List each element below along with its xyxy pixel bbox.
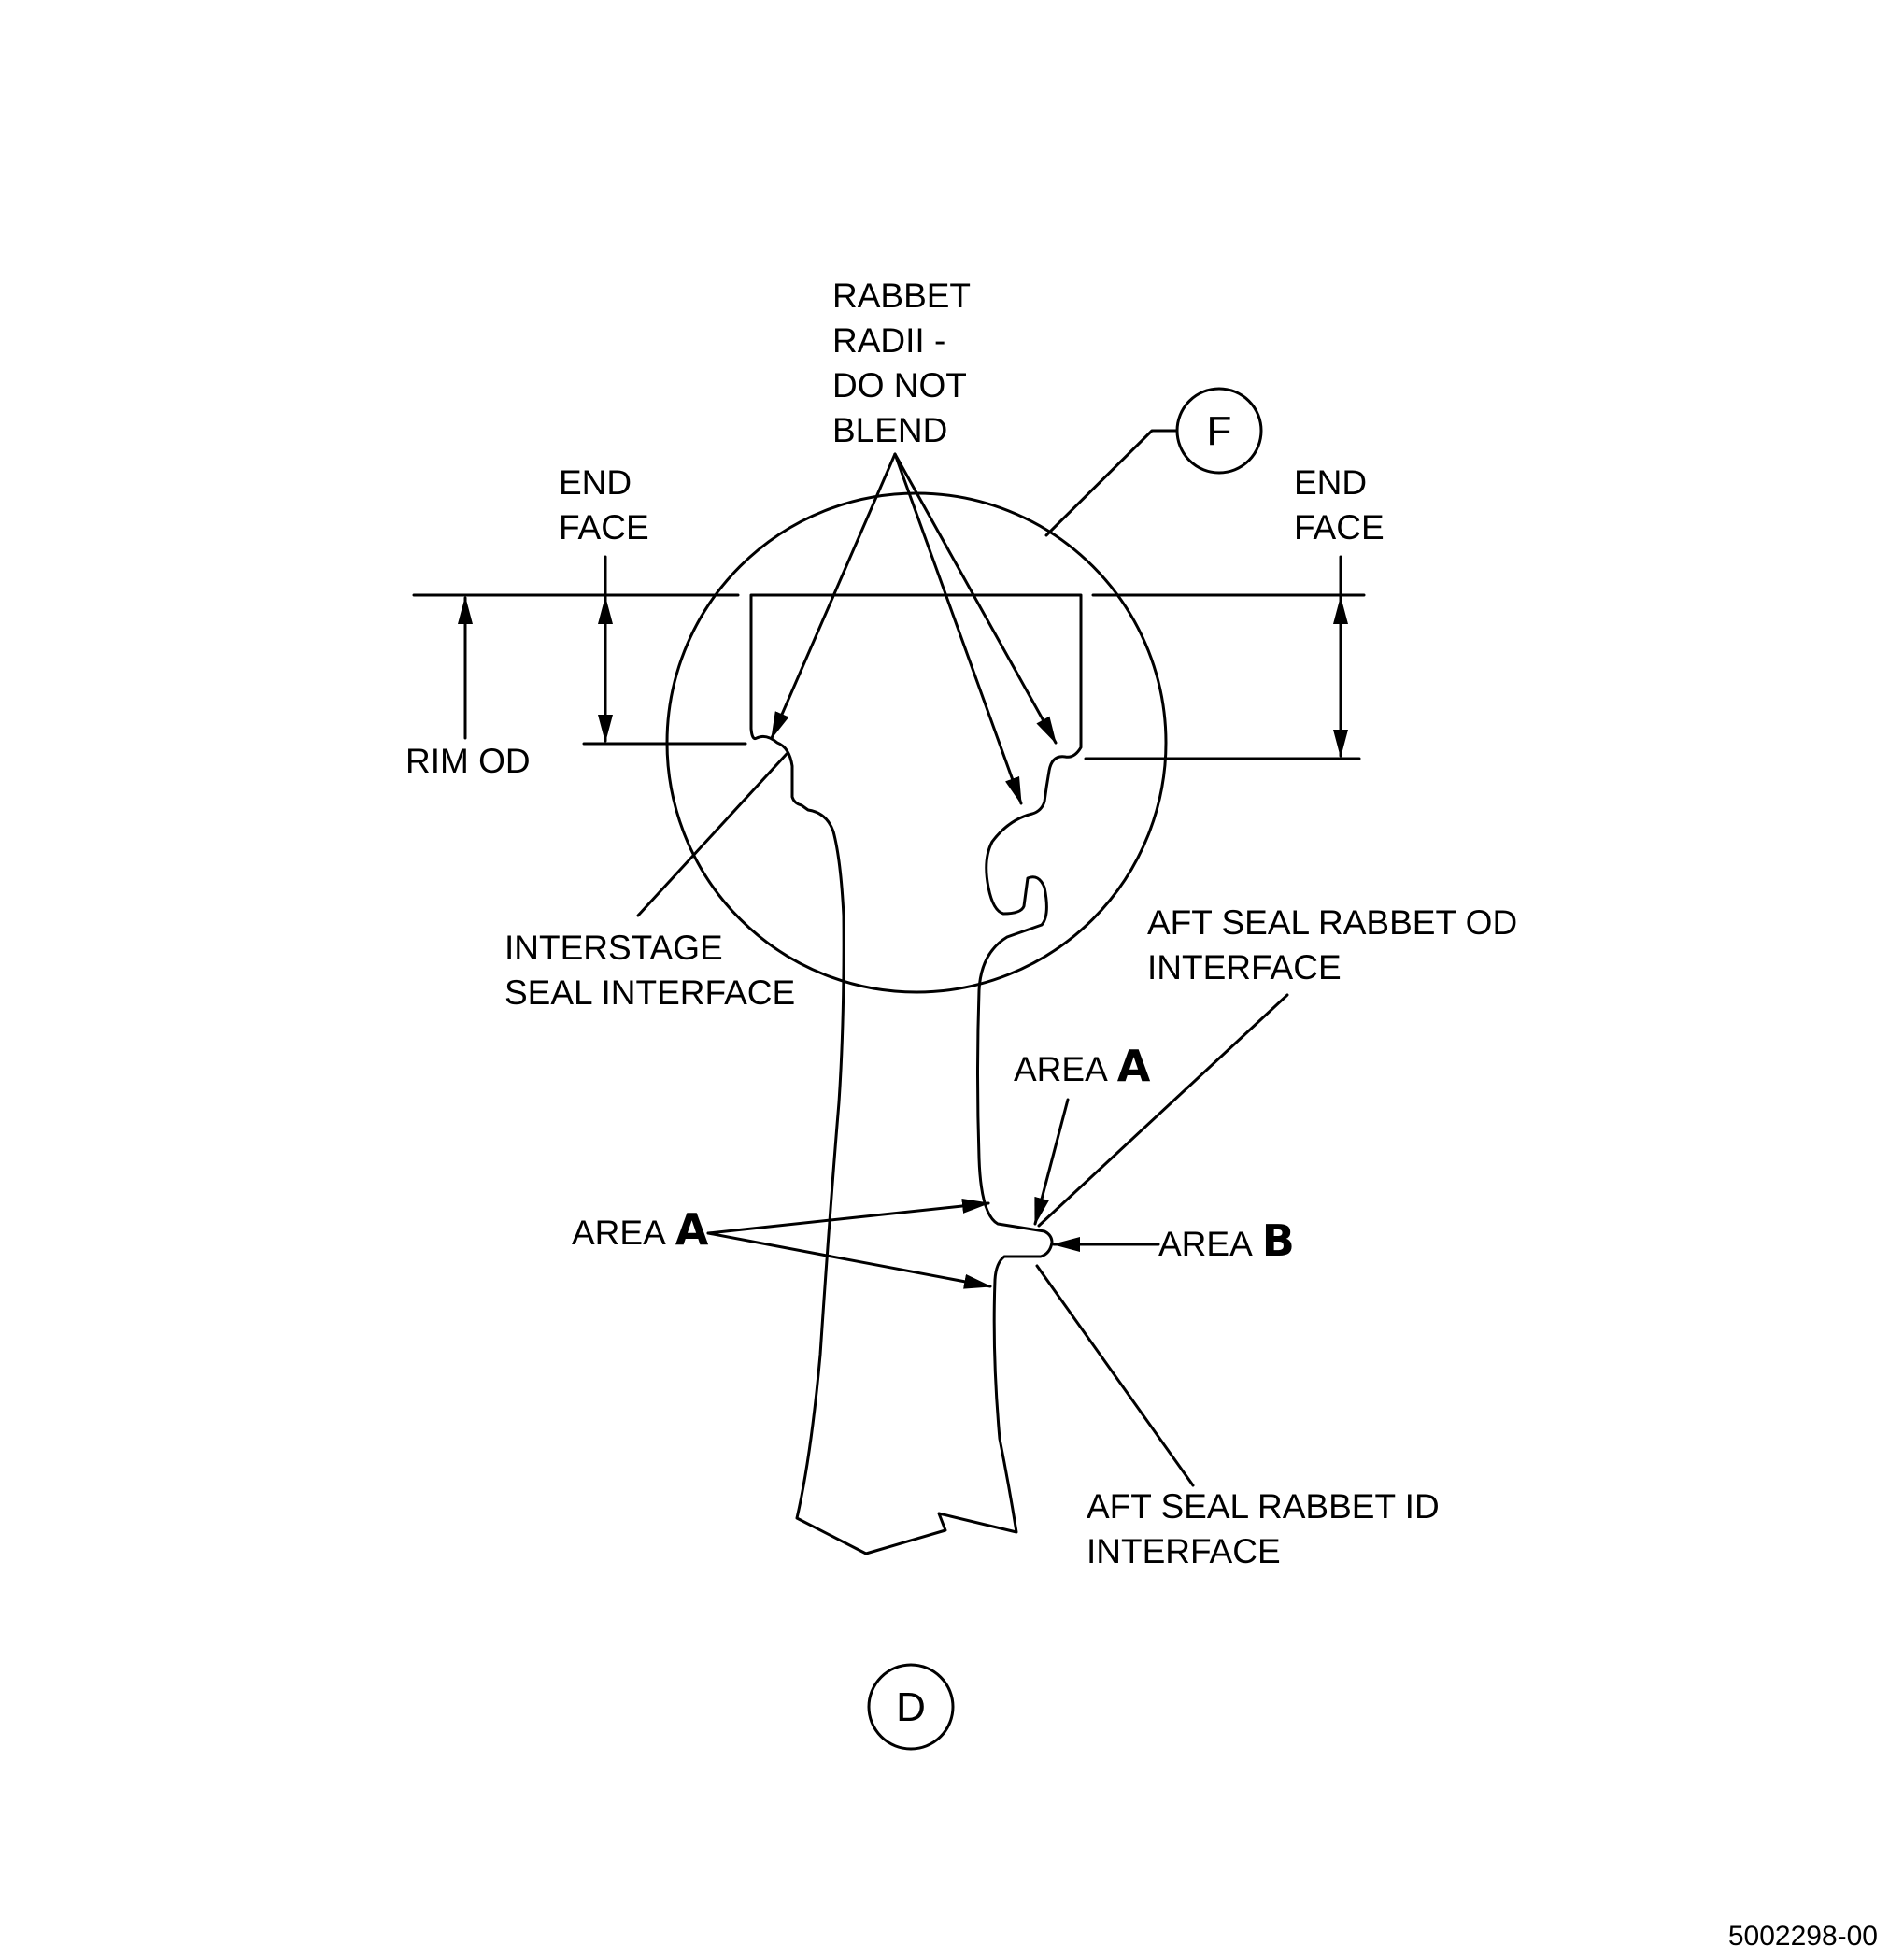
aft-id-leader: [1035, 1264, 1195, 1487]
rabbet-radii-label: RABBET RADII - DO NOT BLEND: [832, 277, 980, 449]
rim-od-label: RIM OD: [405, 742, 531, 780]
rabbet-arrow-mid: [893, 452, 1023, 805]
detail-f-letter: F: [1207, 408, 1232, 454]
aft-seal-id-label: AFT SEAL RABBET ID INTERFACE: [1087, 1487, 1449, 1570]
aft-seal-od-label: AFT SEAL RABBET OD INTERFACE: [1147, 903, 1527, 987]
area-a-arrow-upper: [706, 1199, 990, 1235]
interstage-leader: [636, 752, 788, 917]
rabbet-arrow-left: [770, 452, 897, 740]
view-d-letter: D: [896, 1684, 926, 1730]
view-d-bubble: [867, 1663, 955, 1751]
figure-number: 5002298-00: [1728, 1921, 1878, 1952]
rabbet-arrow-right: [893, 452, 1058, 745]
aft-od-leader: [1037, 993, 1289, 1228]
end-face-right-label: END FACE: [1294, 463, 1385, 547]
area-a-arrow-top: [1033, 1098, 1070, 1226]
detail-f-leader: [1044, 429, 1179, 537]
interstage-seal-label: INTERSTAGE SEAL INTERFACE: [504, 929, 795, 1012]
area-a-arrow-lower: [706, 1231, 992, 1289]
end-face-left-label: END FACE: [559, 463, 649, 547]
disk-profile: [749, 593, 1083, 1555]
